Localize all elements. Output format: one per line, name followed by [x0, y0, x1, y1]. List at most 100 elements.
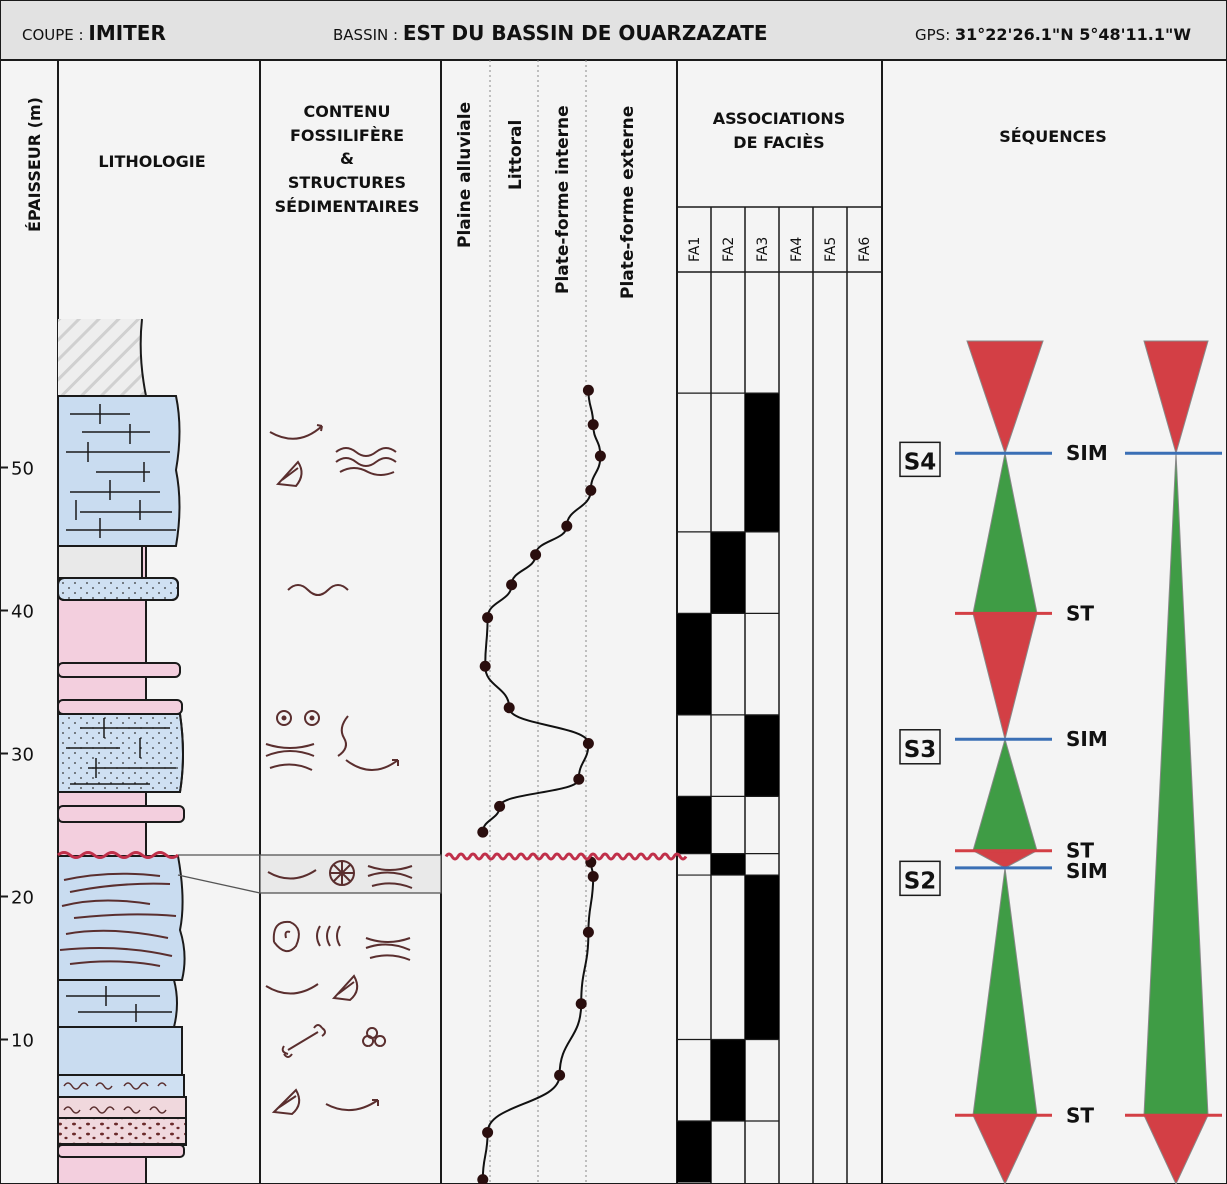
header-bassin: BASSIN : EST DU BASSIN DE OUARZAZATE — [333, 21, 768, 45]
env-littoral: Littoral — [506, 120, 526, 190]
lithologie-header: LITHOLOGIE — [98, 152, 205, 171]
sequence-label-box — [899, 441, 941, 478]
burrow-icon — [337, 715, 349, 757]
body-frame — [0, 59, 1227, 1184]
facies-fa6: FA6 — [857, 237, 873, 262]
bivalve-icon-5 — [325, 1099, 379, 1111]
sequence-label-box — [899, 860, 941, 897]
surface-label-st: ST — [1066, 1103, 1094, 1127]
ooid-icon-1 — [276, 710, 292, 726]
contenu-line-1: CONTENU — [304, 102, 391, 121]
limestone-thin-1 — [57, 662, 181, 678]
facies-headers: FA1 FA2 FA3 FA4 FA5 FA6 — [687, 237, 873, 262]
limestone-lower — [57, 979, 178, 1028]
associations-line-2: DE FACIÈS — [733, 133, 824, 152]
environment-point — [482, 1126, 494, 1138]
contenu-line-4: STRUCTURES — [288, 173, 406, 192]
contenu-line-5: SÉDIMENTAIRES — [275, 197, 420, 216]
facies-fa2: FA2 — [721, 237, 737, 262]
env-plate-forme-interne: Plate-forme interne — [553, 105, 573, 294]
bivalve-icon-2 — [345, 759, 399, 771]
bivalve-icon — [269, 424, 323, 440]
environment-point — [482, 612, 494, 624]
environment-point — [594, 450, 606, 462]
header-coupe: COUPE : IMITER — [22, 21, 166, 45]
facies-block-fa2 — [711, 1039, 745, 1122]
associations-line-1: ASSOCIATIONS — [713, 109, 846, 128]
facies-blocks — [677, 392, 779, 1183]
facies-block-fa3 — [745, 714, 779, 797]
env-plate-forme-externe: Plate-forme externe — [618, 106, 638, 299]
environment-point — [479, 660, 491, 672]
environment-point — [582, 926, 594, 938]
header-gps: GPS: 31°22'26.1"N 5°48'11.1"W — [915, 25, 1191, 44]
wave-ripple-icon — [287, 584, 349, 596]
thickness-tick-label: 20 — [11, 888, 34, 909]
facies-fa4: FA4 — [789, 237, 805, 262]
regressive-triangle-major — [1143, 340, 1209, 456]
limestone-base — [57, 1144, 185, 1158]
ooid-icon-2 — [304, 710, 320, 726]
oncoid-icon — [362, 1027, 387, 1047]
hcs-icon — [265, 743, 315, 771]
facies-fa3: FA3 — [755, 237, 771, 262]
environment-point — [477, 1174, 489, 1184]
lithology-brick-marks — [66, 404, 176, 1022]
bivalve-icon-4 — [265, 983, 319, 995]
surface-label-sim: SIM — [1066, 727, 1108, 751]
unconformity-line — [444, 852, 688, 861]
sequences-header: SÉQUENCES — [999, 127, 1107, 146]
environment-point — [503, 702, 515, 714]
gastropod-icon-2 — [331, 974, 359, 1002]
environment-point — [575, 998, 587, 1010]
hcs-icon-2 — [367, 865, 413, 889]
sequence-label-box — [899, 729, 941, 765]
sequence-label-s3: S3 — [904, 737, 937, 763]
gastropod-icon — [275, 460, 303, 488]
facies-block-fa3 — [745, 875, 779, 1040]
gastropod-icon-3 — [271, 1088, 301, 1116]
sequence-label-s4: S4 — [904, 449, 937, 475]
fossil-symbols — [265, 424, 413, 1116]
facies-block-fa2 — [711, 531, 745, 614]
bioturbated-bed-1 — [57, 1026, 183, 1076]
environment-point — [573, 773, 585, 785]
thickness-axis: 10 20 30 40 50 — [0, 459, 34, 1052]
regressive-triangle — [966, 340, 1044, 455]
env-plaine-alluviale: Plaine alluviale — [455, 102, 475, 248]
hcs-icon-3 — [365, 937, 411, 961]
associations-header: ASSOCIATIONS DE FACIÈS — [713, 109, 846, 152]
trace-icon — [316, 925, 341, 947]
limestone-thin-2 — [57, 699, 183, 715]
ripple-icon — [335, 447, 397, 476]
bioturbation-marks — [63, 1082, 167, 1114]
contenu-line-2: FOSSILIFÈRE — [290, 126, 404, 145]
bone-icon — [281, 1024, 326, 1058]
covered-interval — [58, 319, 146, 396]
limestone-upper — [57, 395, 181, 547]
facies-block-fa3 — [745, 393, 779, 532]
ammonite-icon — [272, 920, 300, 953]
lithology-column — [57, 318, 187, 1184]
facies-block-fa1 — [677, 1121, 711, 1183]
environment-point — [587, 419, 599, 431]
bivalve-icon-3 — [267, 869, 317, 880]
environment-point — [582, 737, 594, 749]
epaisseur-header: ÉPAISSEUR (m) — [25, 97, 44, 232]
environment-headers: Plaine alluviale Littoral Plate-forme in… — [455, 102, 638, 299]
lithology-erosion-surface — [57, 851, 179, 859]
environment-point — [561, 520, 573, 532]
thickness-tick-label: 50 — [11, 459, 34, 480]
surface-label-sim: SIM — [1066, 859, 1108, 883]
sequence-label-s2: S2 — [904, 868, 937, 894]
thickness-tick-label: 40 — [11, 602, 34, 623]
thickness-tick-label: 30 — [11, 745, 34, 766]
limestone-thin-3 — [57, 805, 185, 823]
environment-point — [582, 384, 594, 396]
thickness-tick-label: 10 — [11, 1031, 34, 1052]
surface-label-sim: SIM — [1066, 441, 1108, 465]
environment-point — [477, 826, 489, 838]
environment-point — [530, 549, 542, 561]
